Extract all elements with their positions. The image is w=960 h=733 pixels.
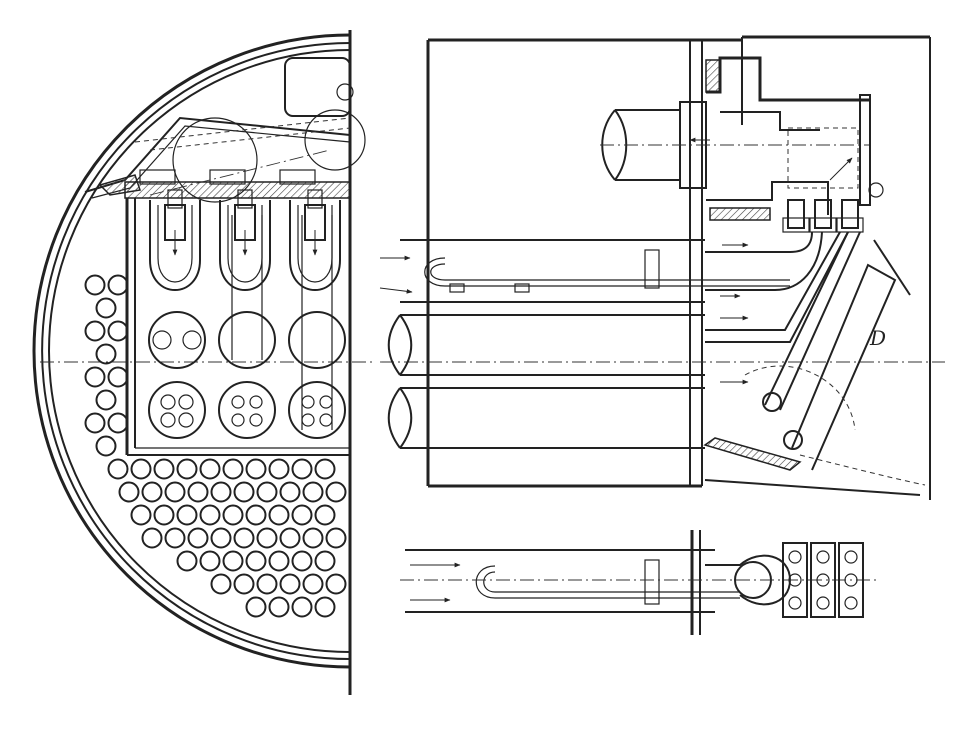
boiler-tube xyxy=(164,527,186,549)
boiler-tube xyxy=(95,297,117,319)
boiler-tube xyxy=(164,481,186,503)
boiler-tube xyxy=(291,596,313,618)
boiler-tube xyxy=(256,527,278,549)
boiler-tube xyxy=(107,458,129,480)
boiler-tube xyxy=(153,458,175,480)
boiler-tube xyxy=(95,343,117,365)
boiler-tube xyxy=(314,596,336,618)
boiler-tube xyxy=(210,527,232,549)
boiler-tube xyxy=(107,412,129,434)
boiler-tube xyxy=(314,458,336,480)
boiler-tube xyxy=(302,573,324,595)
longitudinal-section: D xyxy=(379,35,945,500)
boiler-tube xyxy=(268,596,290,618)
boiler-tube xyxy=(222,504,244,526)
boiler-tube xyxy=(256,481,278,503)
flue-box xyxy=(125,198,350,456)
boiler-tube xyxy=(199,504,221,526)
boiler-tube xyxy=(314,504,336,526)
boiler-tube xyxy=(84,320,106,342)
boiler-tube xyxy=(95,389,117,411)
boiler-tube xyxy=(233,527,255,549)
boiler-tube xyxy=(107,274,129,296)
boiler-tube xyxy=(199,458,221,480)
boiler-tube xyxy=(279,527,301,549)
boiler-tube xyxy=(302,481,324,503)
boiler-tube xyxy=(176,550,198,572)
boiler-tube xyxy=(141,481,163,503)
boiler-tube xyxy=(141,527,163,549)
boiler-tube xyxy=(130,504,152,526)
superheater-elements-section xyxy=(148,189,346,439)
boiler-tube xyxy=(245,550,267,572)
boiler-tube xyxy=(268,550,290,572)
boiler-tube xyxy=(118,481,140,503)
boiler-tube xyxy=(302,527,324,549)
boiler-tube xyxy=(268,504,290,526)
boiler-tube xyxy=(291,550,313,572)
boiler-tube xyxy=(245,596,267,618)
damper-label: D xyxy=(869,326,886,350)
boiler-tube xyxy=(210,481,232,503)
boiler-tube xyxy=(210,573,232,595)
boiler-tube xyxy=(187,527,209,549)
boiler-tube xyxy=(279,481,301,503)
boiler-tube xyxy=(279,573,301,595)
boiler-tube xyxy=(84,366,106,388)
boiler-tube xyxy=(176,504,198,526)
boiler-tube xyxy=(325,481,347,503)
boiler-tube xyxy=(268,458,290,480)
boiler-tube xyxy=(107,320,129,342)
boiler-tube xyxy=(199,550,221,572)
boiler-tube xyxy=(233,481,255,503)
shell-cross-section xyxy=(32,30,372,695)
boiler-tube xyxy=(130,458,152,480)
boiler-tube xyxy=(222,550,244,572)
boiler-tube xyxy=(107,366,129,388)
boiler-tube xyxy=(84,412,106,434)
boiler-tube xyxy=(245,504,267,526)
boiler-tube xyxy=(291,458,313,480)
header-casing xyxy=(84,57,366,203)
boiler-tube xyxy=(325,573,347,595)
boiler-tube xyxy=(176,458,198,480)
element-plan xyxy=(400,530,880,635)
boiler-tube xyxy=(325,527,347,549)
boiler-tube xyxy=(84,274,106,296)
boiler-tube xyxy=(95,435,117,457)
boiler-tube xyxy=(245,458,267,480)
boiler-tube xyxy=(187,481,209,503)
boiler-tube xyxy=(291,504,313,526)
boiler-tube xyxy=(222,458,244,480)
header-bolt-grid xyxy=(782,542,864,618)
boiler-tubes xyxy=(84,274,347,618)
boiler-tube xyxy=(153,504,175,526)
boiler-tube xyxy=(256,573,278,595)
boiler-tube xyxy=(233,573,255,595)
boiler-tube xyxy=(314,550,336,572)
